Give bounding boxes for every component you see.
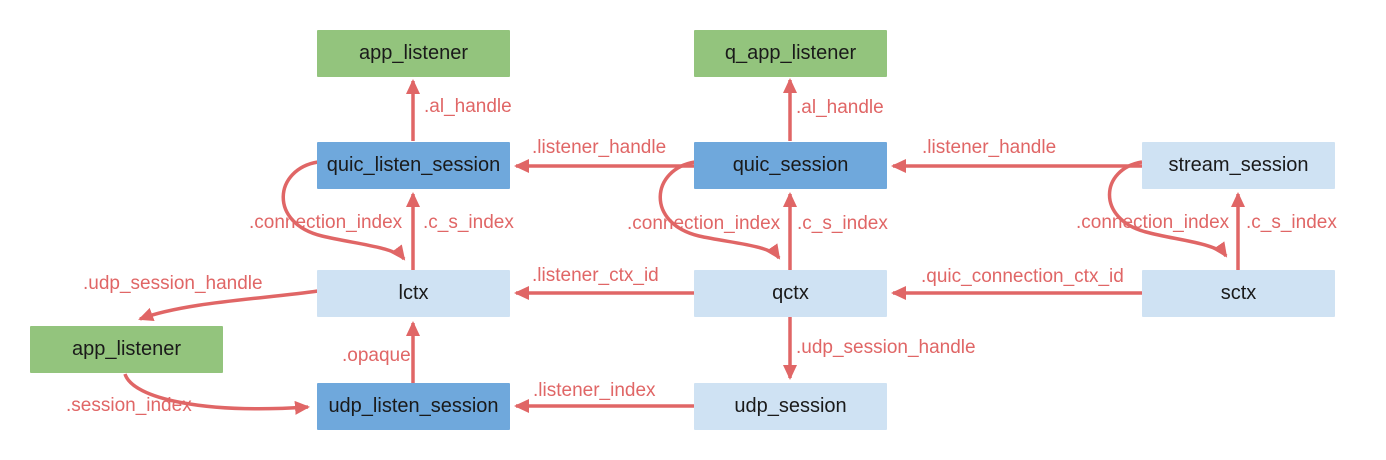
node-label: q_app_listener (724, 42, 857, 64)
edge-label-opaque: .opaque (342, 345, 411, 366)
node-udp-listen-session: udp_listen_session (317, 383, 510, 430)
edge-label-connection-index-mid: .connection_index (627, 213, 781, 234)
node-app-listener-top: app_listener (317, 30, 510, 77)
edge-label-listener-handle-right: .listener_handle (922, 137, 1057, 158)
node-label: quic_listen_session (326, 154, 501, 176)
arrow-connection-index-right (1107, 160, 1228, 258)
node-stream-session: stream_session (1142, 142, 1335, 189)
edge-label-c-s-index-right: .c_s_index (1246, 212, 1337, 233)
edge-label-session-index: .session_index (66, 395, 192, 416)
node-label: app_listener (359, 42, 468, 64)
arrow-connection-index-mid (658, 160, 781, 260)
edge-label-listener-handle-left: .listener_handle (532, 137, 667, 158)
edge-label-connection-index-left: .connection_index (249, 212, 403, 233)
edge-label-listener-index: .listener_index (533, 380, 656, 401)
node-label: lctx (398, 282, 429, 304)
node-qctx: qctx (694, 270, 887, 317)
node-label: stream_session (1168, 154, 1309, 176)
arrow-connection-index-left (281, 160, 406, 261)
node-lctx: lctx (317, 270, 510, 317)
edge-label-connection-index-right: .connection_index (1076, 212, 1230, 233)
node-quic-listen-session: quic_listen_session (317, 142, 510, 189)
node-label: app_listener (72, 338, 181, 360)
node-label: sctx (1220, 282, 1257, 304)
node-sctx: sctx (1142, 270, 1335, 317)
node-label: udp_session (734, 395, 847, 417)
edge-label-udp-session-handle-left: .udp_session_handle (83, 273, 263, 294)
edge-label-c-s-index-mid: .c_s_index (797, 213, 888, 234)
node-label: udp_listen_session (328, 395, 499, 417)
node-app-listener-bottom: app_listener (30, 326, 223, 373)
edge-label-al-handle-left: .al_handle (424, 96, 512, 117)
node-q-app-listener: q_app_listener (694, 30, 887, 77)
node-udp-session: udp_session (694, 383, 887, 430)
node-label: qctx (772, 282, 809, 304)
node-quic-session: quic_session (694, 142, 887, 189)
edge-label-al-handle-mid: .al_handle (796, 97, 884, 118)
edge-label-udp-session-handle-mid: .udp_session_handle (796, 337, 976, 358)
edge-label-c-s-index-left: .c_s_index (423, 212, 514, 233)
node-label: quic_session (732, 154, 849, 176)
arrow-udp-session-handle-left (138, 289, 319, 322)
edge-label-quic-connection-ctx-id: .quic_connection_ctx_id (921, 266, 1124, 287)
edge-label-listener-ctx-id: .listener_ctx_id (532, 265, 659, 286)
arrow-session-index (123, 373, 310, 415)
